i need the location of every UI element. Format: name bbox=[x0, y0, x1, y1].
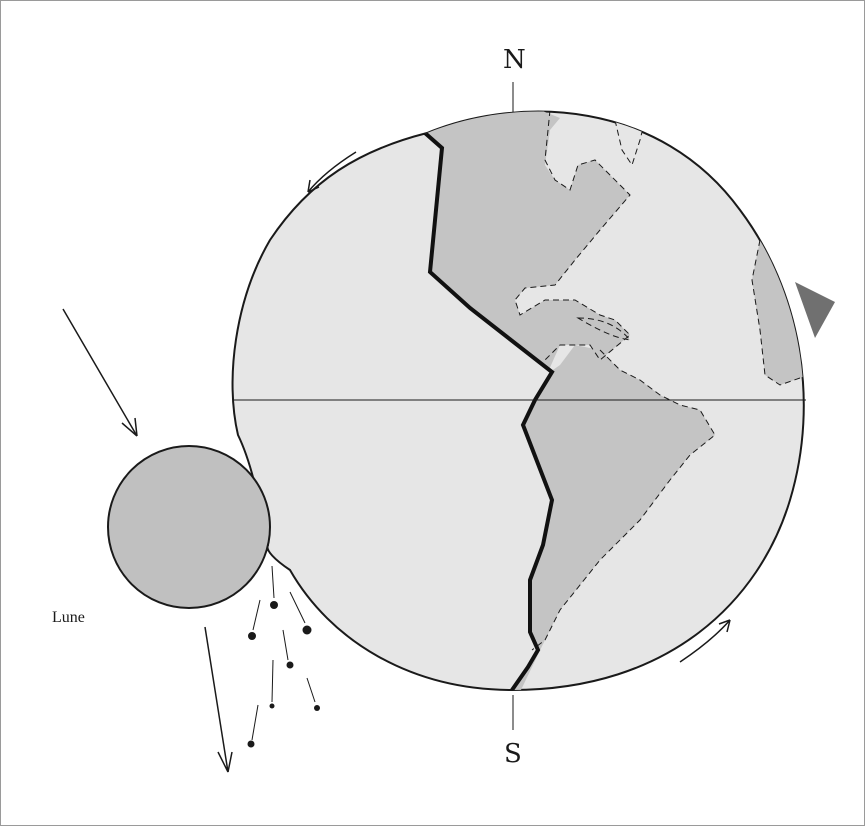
americas-coastline bbox=[514, 111, 716, 651]
north-america-landmass bbox=[420, 111, 630, 372]
moon-body bbox=[107, 445, 271, 609]
rotation-arrow-top-head bbox=[307, 179, 320, 193]
moon-label: Lune bbox=[52, 609, 85, 626]
moon-outgoing-arrow-head bbox=[217, 751, 233, 773]
north-pole-label: N bbox=[503, 45, 526, 75]
rotation-arrow-top bbox=[307, 151, 357, 193]
rotation-arrow-bottom-head bbox=[718, 619, 731, 633]
south-america-landmass bbox=[512, 345, 715, 690]
moon-incoming-arrow bbox=[62, 308, 138, 437]
sun-direction-marker bbox=[795, 282, 835, 338]
plate-boundary-line bbox=[423, 131, 555, 690]
south-pole-label: S bbox=[504, 739, 522, 769]
rotation-arrow-bottom bbox=[679, 619, 731, 663]
debris-streaks bbox=[251, 565, 316, 741]
moon-incoming-arrow-head bbox=[121, 417, 138, 437]
moon-outgoing-arrow bbox=[204, 626, 229, 773]
debris-particles bbox=[247, 601, 320, 748]
earth-body bbox=[231, 110, 805, 692]
caribbean-island bbox=[576, 317, 632, 341]
